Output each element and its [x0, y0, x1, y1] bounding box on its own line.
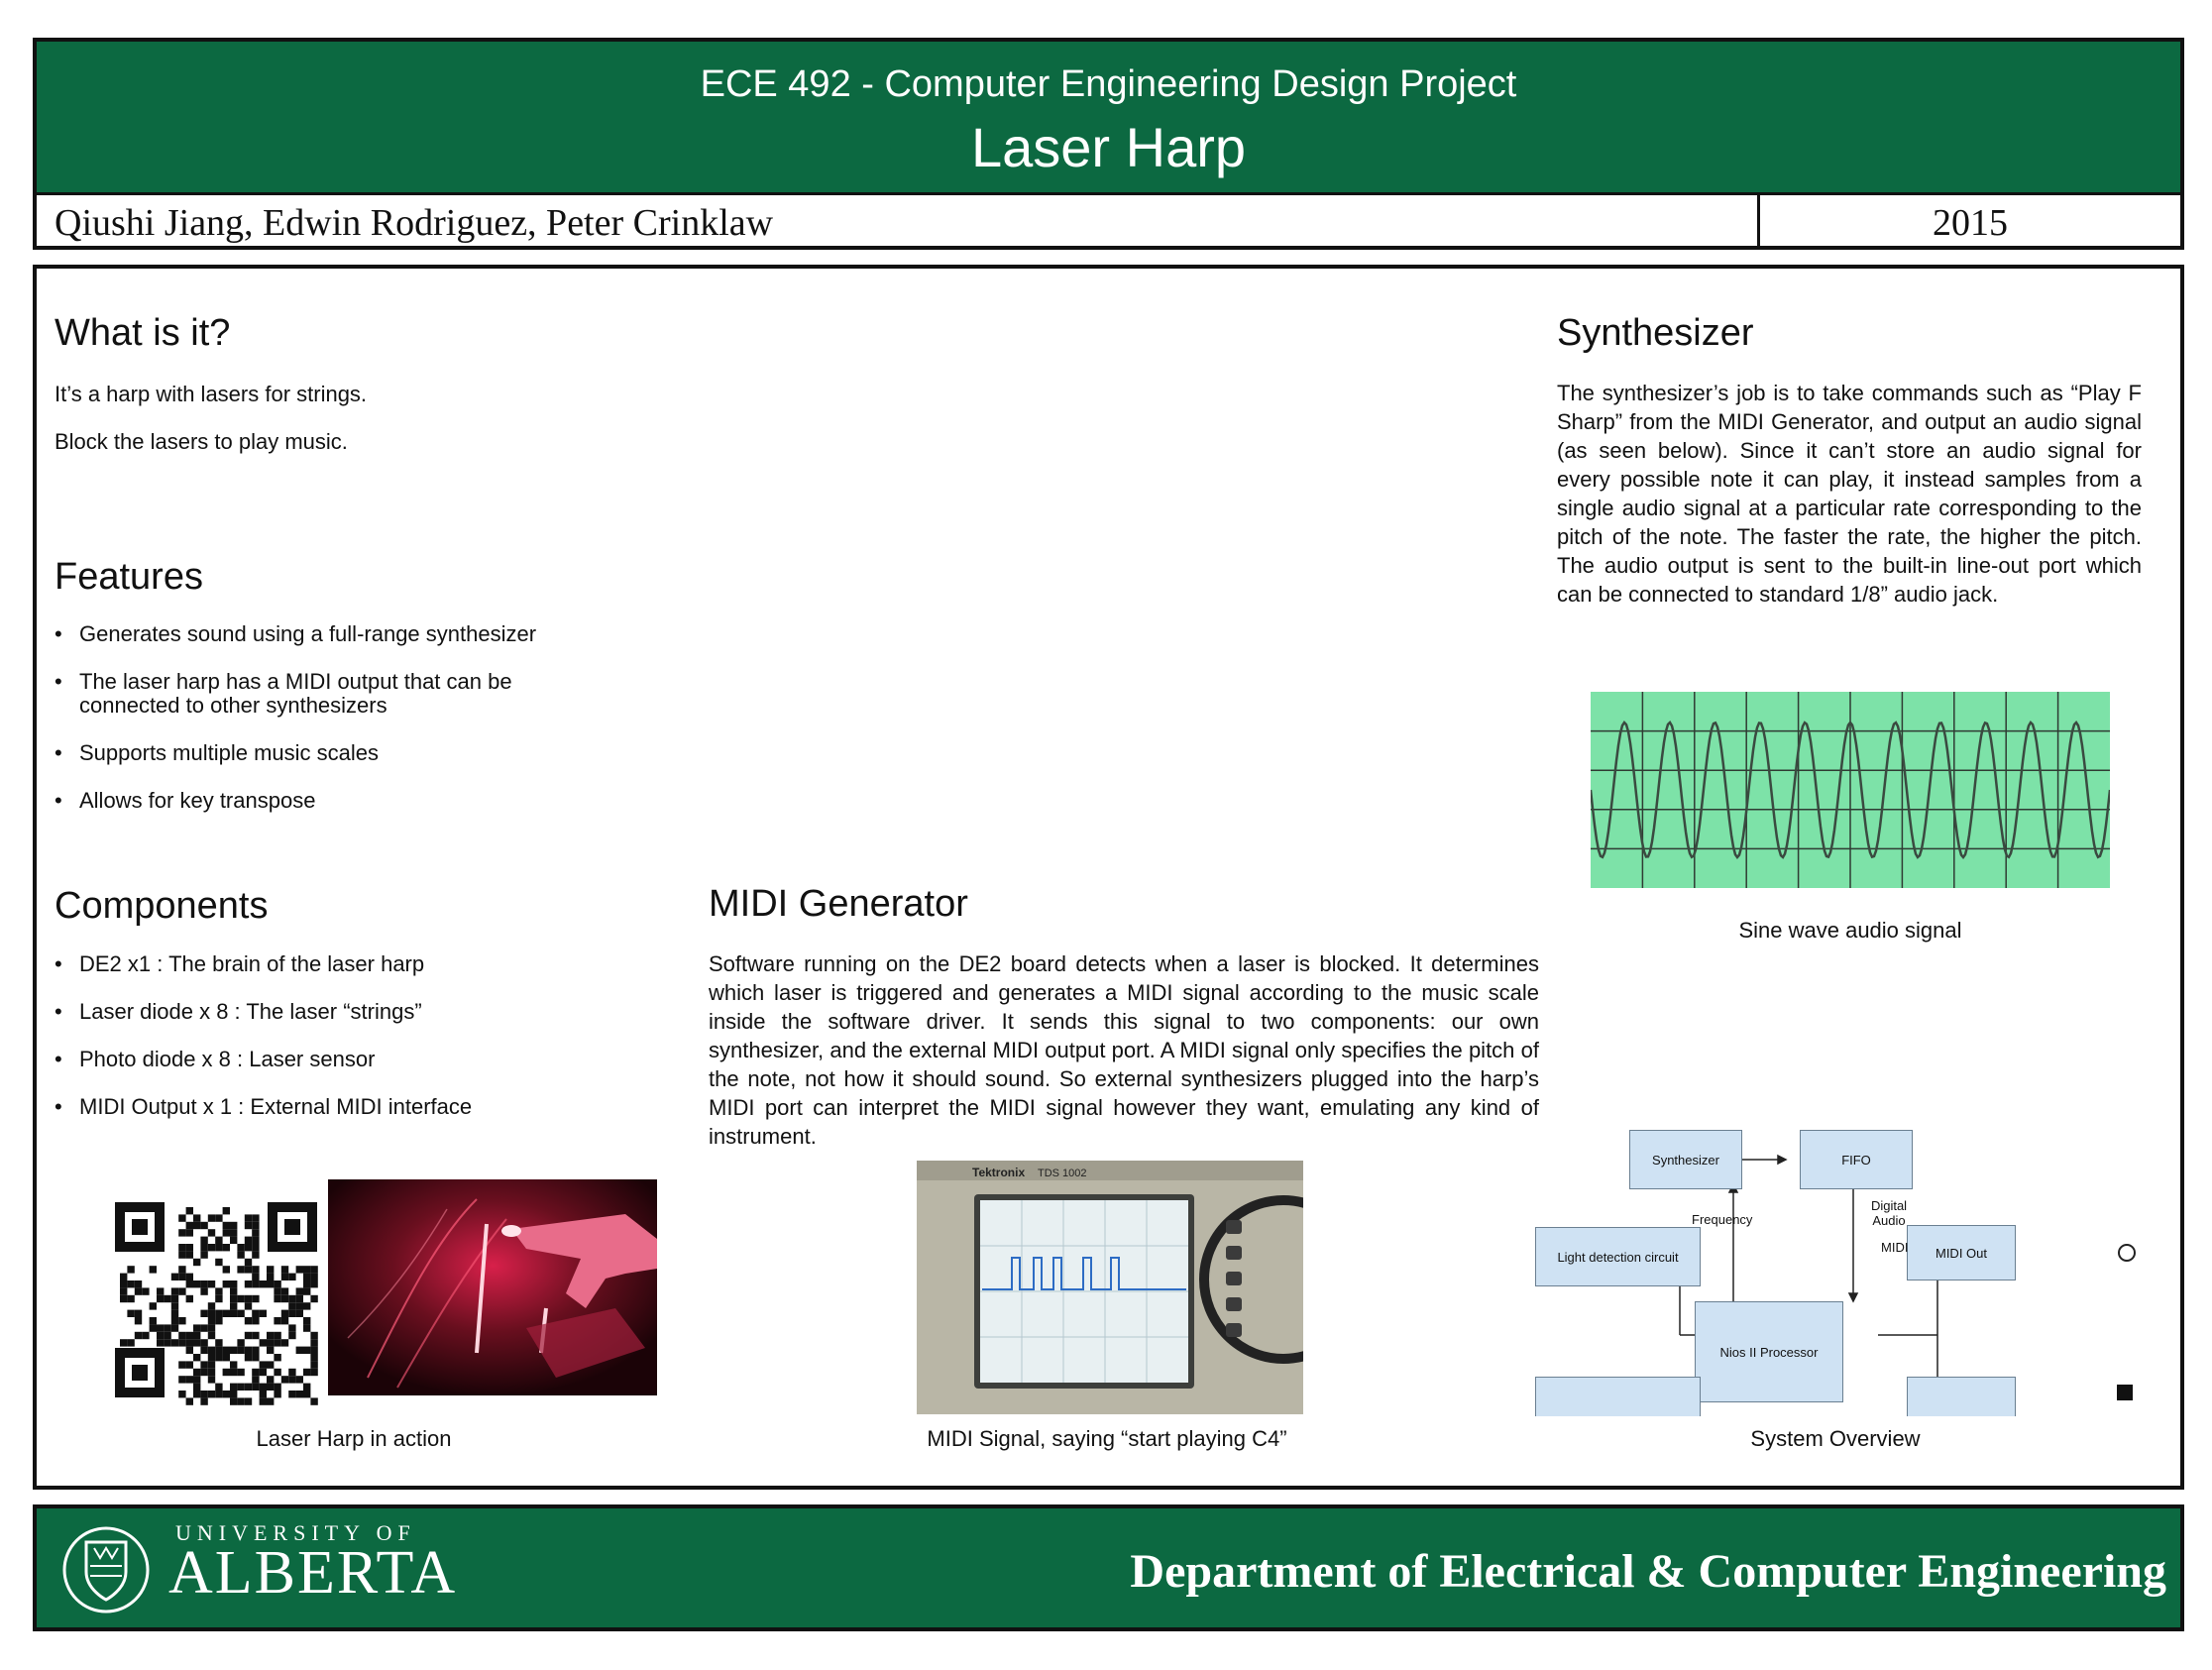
department-name: Department of Electrical & Computer Engi… — [1130, 1545, 2166, 1598]
frequency-label: Frequency — [1692, 1212, 1753, 1227]
feature-item: Allows for key transpose — [55, 789, 614, 814]
component-item: MIDI Output x 1 : External MIDI interfac… — [55, 1095, 649, 1120]
university-crest-logo — [62, 1526, 150, 1614]
features-heading: Features — [55, 556, 203, 598]
digital-audio-label: Digital Audio — [1870, 1198, 1908, 1228]
laser-harp-caption: Laser Harp in action — [256, 1426, 452, 1451]
course-title: ECE 492 - Computer Engineering Design Pr… — [700, 63, 1517, 105]
synthesizer-block: Synthesizer — [1629, 1130, 1742, 1189]
midi-generator-heading: MIDI Generator — [709, 883, 968, 925]
laser-harp-photo — [328, 1179, 657, 1395]
system-overview-diagram: Synthesizer FIFO Light detection circuit… — [1535, 1121, 2161, 1416]
authors-row: Qiushi Jiang, Edwin Rodriguez, Peter Cri… — [37, 192, 2180, 249]
processor-block: Nios II Processor — [1695, 1301, 1843, 1402]
fifo-block: FIFO — [1800, 1130, 1913, 1189]
midi-signal-caption: MIDI Signal, saying “start playing C4” — [927, 1426, 1287, 1451]
feature-item: Generates sound using a full-range synth… — [55, 622, 614, 647]
components-list: DE2 x1 : The brain of the laser harp Las… — [55, 952, 649, 1143]
system-overview-caption: System Overview — [1750, 1426, 1921, 1451]
poster-title: Laser Harp — [970, 116, 1247, 178]
year: 2015 — [1933, 202, 2008, 244]
features-list: Generates sound using a full-range synth… — [55, 622, 614, 836]
poster-body: What is it? It’s a harp with lasers for … — [33, 265, 2184, 1490]
bottom-right-block — [1907, 1377, 2016, 1416]
sine-wave-plot — [1591, 692, 2110, 888]
feature-item: Supports multiple music scales — [55, 741, 614, 766]
authors: Qiushi Jiang, Edwin Rodriguez, Peter Cri… — [55, 202, 774, 244]
midi-out-block: MIDI Out — [1907, 1225, 2016, 1280]
what-is-it-line-2: Block the lasers to play music. — [55, 429, 348, 454]
component-item: DE2 x1 : The brain of the laser harp — [55, 952, 649, 977]
synthesizer-heading: Synthesizer — [1557, 312, 1754, 354]
qr-code-image — [76, 1180, 349, 1420]
scope-brand: Tektronix — [972, 1166, 1025, 1179]
poster-header: ECE 492 - Computer Engineering Design Pr… — [33, 38, 2184, 250]
components-heading: Components — [55, 885, 269, 927]
university-of-text: UNIVERSITY OF — [175, 1520, 416, 1545]
poster-footer: UNIVERSITY OF ALBERTA Department of Elec… — [33, 1504, 2184, 1631]
scope-model: TDS 1002 — [1038, 1168, 1087, 1179]
component-item: Photo diode x 8 : Laser sensor — [55, 1048, 649, 1072]
bottom-left-block — [1535, 1377, 1701, 1416]
feature-item: The laser harp has a MIDI output that ca… — [55, 670, 614, 718]
title-band: ECE 492 - Computer Engineering Design Pr… — [37, 42, 2180, 192]
midi-label: MIDI — [1881, 1240, 1909, 1255]
light-detection-block: Light detection circuit — [1535, 1227, 1701, 1286]
what-is-it-heading: What is it? — [55, 312, 231, 354]
component-item: Laser diode x 8 : The laser “strings” — [55, 1000, 649, 1025]
alberta-wordmark: ALBERTA — [168, 1539, 458, 1607]
sine-wave-caption: Sine wave audio signal — [1738, 918, 1962, 943]
synthesizer-body: The synthesizer’s job is to take command… — [1557, 381, 2142, 607]
what-is-it-line-1: It’s a harp with lasers for strings. — [55, 382, 368, 406]
year-cell: 2015 — [1757, 195, 2180, 249]
midi-generator-body: Software running on the DE2 board detect… — [709, 951, 1539, 1149]
oscilloscope-photo: Tektronix TDS 1002 — [917, 1161, 1303, 1414]
